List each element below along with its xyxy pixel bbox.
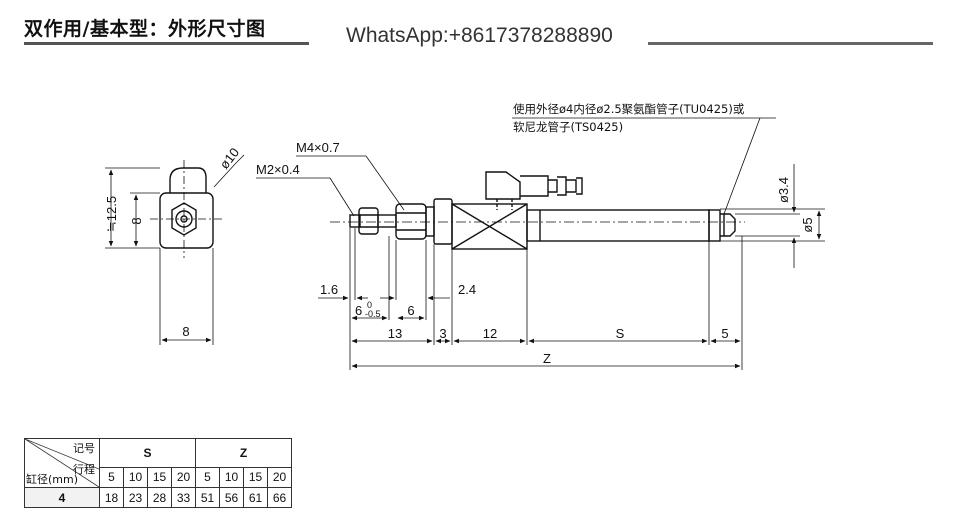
- contact-underline: [648, 42, 933, 45]
- table-header-z: Z: [195, 438, 292, 468]
- table-bore-label: 缸径(mm): [26, 473, 79, 486]
- dim-phi3-4: ø3.4: [776, 177, 791, 203]
- dim-6-tol: 6: [355, 303, 362, 318]
- table-row: 4 18 23 28 33 51 56 61 66: [24, 487, 292, 508]
- dim-8-side: 8: [129, 217, 144, 224]
- table-header-s: S: [99, 438, 196, 468]
- dim-12-5: ≒12.5: [104, 196, 119, 232]
- table-stroke-cell: 15: [147, 466, 172, 489]
- page-title: 双作用/基本型：外形尺寸图: [24, 18, 266, 40]
- cylinder-side-view: [349, 171, 736, 250]
- label-m2: M2×0.4: [256, 162, 300, 177]
- dim-12: 12: [483, 326, 497, 341]
- table-value-cell: 61: [243, 487, 268, 508]
- table-value-cell: 66: [267, 487, 292, 508]
- mount-nut: [395, 203, 427, 240]
- cylinder-tube: [526, 209, 710, 242]
- table-bore-cell: 4: [24, 487, 100, 508]
- dim-3: 3: [439, 326, 446, 341]
- dim-phi10: ø10: [217, 145, 243, 172]
- end-cap: [708, 209, 721, 242]
- table-value-cell: 23: [123, 487, 148, 508]
- table-value-cell: 51: [195, 487, 220, 508]
- table-stroke-cell: 20: [171, 466, 196, 489]
- end-view: [159, 167, 214, 249]
- tube-note-line2: 软尼龙管子(TS0425): [513, 120, 623, 134]
- dim-6-tol-lower: -0.5: [365, 309, 381, 319]
- tube-note-line1: 使用外径ø4内径ø2.5聚氨酯管子(TU0425)或: [513, 102, 745, 116]
- dim-1-6: 1.6: [320, 282, 338, 297]
- table-corner-header: 记号 行程 缸径(mm): [24, 438, 100, 488]
- label-m4: M4×0.7: [296, 140, 340, 155]
- dim-phi5: ø5: [800, 217, 815, 232]
- top-fitting: [485, 171, 521, 200]
- table-value-cell: 33: [171, 487, 196, 508]
- dim-8-bottom: 8: [182, 324, 189, 339]
- title-underline: [24, 42, 309, 45]
- table-stroke-cell: 10: [123, 466, 148, 489]
- table-stroke-cell: 5: [195, 466, 220, 489]
- rod-tip: [349, 214, 361, 228]
- dim-6: 6: [407, 303, 414, 318]
- table-value-cell: 56: [219, 487, 244, 508]
- table-symbol-label: 记号: [73, 442, 95, 455]
- dim-6-tol-upper: 0: [367, 300, 372, 310]
- table-stroke-cell: 15: [243, 466, 268, 489]
- table-stroke-cell: 10: [219, 466, 244, 489]
- barb-fitting: [720, 213, 736, 237]
- table-value-cell: 28: [147, 487, 172, 508]
- dim-13: 13: [388, 326, 402, 341]
- dim-5: 5: [721, 326, 728, 341]
- rod-nut: [358, 207, 379, 235]
- table-stroke-label: 行程: [73, 463, 95, 476]
- dim-s: S: [616, 326, 625, 341]
- table-value-cell: 18: [99, 487, 124, 508]
- table-stroke-cell: 5: [99, 466, 124, 489]
- end-view-body: [159, 192, 214, 249]
- head-cover: [433, 198, 453, 245]
- dimension-table: 记号 行程 缸径(mm) S Z 5 10 15 20 5 10 15 20 4…: [24, 438, 292, 508]
- end-view-port: [169, 167, 207, 193]
- contact-text: WhatsApp:+8617378288890: [346, 24, 613, 47]
- dim-2-4: 2.4: [458, 282, 476, 297]
- piston-rod: [377, 214, 397, 228]
- table-stroke-cell: 20: [267, 466, 292, 489]
- dim-z: Z: [543, 351, 551, 366]
